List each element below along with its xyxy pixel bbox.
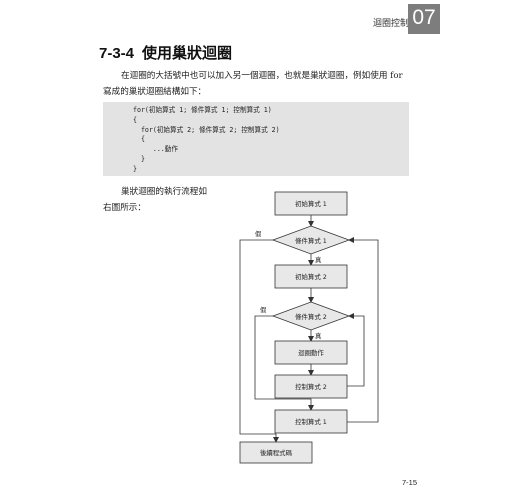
init2-box	[274, 264, 348, 289]
code-line: }	[133, 164, 137, 173]
code-line: }	[133, 154, 145, 163]
flow-description-line-1: 巢狀迴圈的執行流程如	[103, 184, 233, 200]
cond2-label: 條件算式 2	[295, 312, 327, 321]
flow-loop-inner	[347, 313, 365, 387]
section-number: 7-3-4	[99, 45, 135, 62]
flow-description-line-2: 右圖所示：	[103, 203, 146, 213]
init2-label: 初始算式 2	[295, 272, 327, 281]
after-label: 後續程式碼	[260, 448, 293, 457]
code-line: for(初始算式 1; 條件算式 1; 控制算式 1)	[133, 106, 272, 114]
section-title: 7-3-4 使用巢狀迴圈	[99, 42, 232, 63]
intro-line-1: 在迴圈的大括號中也可以加入另一個迴圈，也就是巢狀迴圈，例如使用 for	[103, 68, 413, 84]
cond2-diamond	[271, 301, 351, 331]
init1-label: 初始算式 1	[295, 199, 327, 208]
intro-line-1-text: 在迴圈的大括號中也可以加入另一個迴圈，也就是巢狀迴圈，例如使用 for	[121, 71, 403, 81]
cond1-true-label: 真	[315, 255, 322, 264]
flow-false-outer	[239, 239, 279, 443]
code-line: {	[133, 135, 145, 144]
cond1-false-label: 假	[255, 229, 262, 238]
cond2-true-label: 真	[315, 331, 322, 340]
page-number: 7-15	[402, 478, 418, 487]
action-box	[274, 340, 348, 365]
intro-line-2: 寫成的巢狀迴圈結構如下：	[103, 87, 207, 97]
intro-paragraph: 在迴圈的大括號中也可以加入另一個迴圈，也就是巢狀迴圈，例如使用 for 寫成的巢…	[103, 68, 413, 100]
ctrl2-box	[274, 374, 348, 399]
ctrl1-box	[274, 409, 348, 434]
code-line: for(初始算式 2; 條件算式 2; 控制算式 2)	[133, 125, 280, 134]
flow-description-line-1-text: 巢狀迴圈的執行流程如	[121, 187, 207, 197]
code-block: for(初始算式 1; 條件算式 1; 控制算式 1) { for(初始算式 2…	[103, 102, 409, 176]
flow-description: 巢狀迴圈的執行流程如 右圖所示：	[103, 184, 233, 216]
cond1-diamond	[271, 225, 351, 255]
flow-false-inner	[254, 315, 314, 411]
chapter-number-tab: 07	[408, 4, 440, 32]
chapter-tab-underline	[408, 32, 440, 34]
chapter-header-label: 迴圈控制	[373, 19, 410, 29]
after-box	[239, 441, 313, 464]
code-line: ...動作	[133, 145, 178, 154]
init1-box	[274, 191, 348, 216]
cond2-false-label: 假	[260, 305, 267, 314]
ctrl2-label: 控制算式 2	[295, 382, 327, 391]
action-label: 迴圈動作	[298, 348, 324, 357]
ctrl1-label: 控制算式 1	[295, 417, 327, 426]
cond1-label: 條件算式 1	[295, 236, 327, 245]
section-heading: 使用巢狀迴圈	[142, 45, 233, 62]
flow-loop-outer	[347, 237, 379, 423]
code-line: {	[133, 115, 137, 124]
